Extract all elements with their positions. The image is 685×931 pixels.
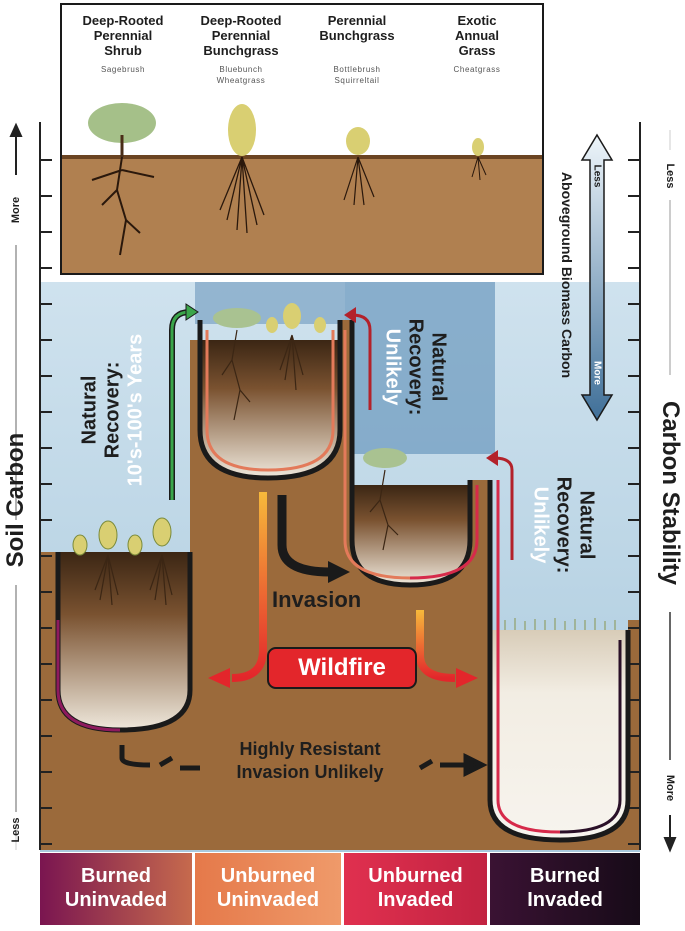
recovery-arrow-green <box>169 303 199 500</box>
recovery-label-2: Natural Recovery: Unlikely <box>381 319 450 416</box>
biomass-bottom-label: More <box>591 361 603 385</box>
state-label-burned-uninvaded: Burned Uninvaded <box>64 865 168 911</box>
legend-item-squirreltail: Perennial Bunchgrass Bottlebrush Squirre… <box>300 13 414 86</box>
recovery-label-3: Natural Recovery: Unlikely <box>529 477 598 574</box>
recovery-2-note: Unlikely <box>381 328 404 406</box>
state-label-unburned-invaded: Unburned Invaded <box>368 865 463 911</box>
invasion-label: Invasion <box>272 587 362 612</box>
right-axis-top-label: Less <box>664 163 676 189</box>
legend-illustration <box>62 103 542 273</box>
legend-common-2: Bluebunch Wheatgrass <box>216 65 266 85</box>
right-axis-bottom-label: More <box>664 774 676 802</box>
legend-common-4: Cheatgrass <box>453 65 501 74</box>
legend-title-3: Perennial Bunchgrass <box>319 13 395 43</box>
state-label-burned-invaded: Burned Invaded <box>527 865 603 911</box>
state-bar-3 <box>344 853 487 925</box>
left-axis-ticks <box>39 122 52 850</box>
recovery-label-1: Natural Recovery: 10's-100's Years <box>79 334 148 487</box>
legend-common-3: Bottlebrush Squirreltail <box>333 65 381 85</box>
legend-common-1: Sagebrush <box>100 65 146 74</box>
recovery-3-note: Unlikely <box>529 486 552 564</box>
left-axis-top-label: More <box>10 196 22 224</box>
cup-burned-invaded <box>487 480 631 843</box>
resistant-label: Highly Resistant Invasion Unlikely <box>236 739 384 782</box>
state-bar-2 <box>195 853 341 925</box>
recovery-2-title: Natural Recovery: <box>404 318 450 416</box>
wildfire-arrows <box>208 492 478 688</box>
cup-burned-uninvaded <box>55 517 193 733</box>
biomass-top-label: Less <box>591 164 603 188</box>
legend-item-sagebrush: Deep-Rooted Perennial Shrub Sagebrush <box>66 13 180 75</box>
legend-item-bluebunch: Deep-Rooted Perennial Bunchgrass Bluebun… <box>184 13 298 86</box>
biomass-label: Aboveground Biomass Carbon <box>559 171 575 379</box>
wildfire-box <box>267 647 417 689</box>
cup-unburned-invaded <box>343 320 479 588</box>
left-axis-bottom-label: Less <box>10 817 22 843</box>
state-label-unburned-uninvaded: Unburned Uninvaded <box>216 865 320 911</box>
legend-title-2: Deep-Rooted Perennial Bunchgrass <box>200 13 282 58</box>
recovery-3-title: Natural Recovery: <box>552 476 598 574</box>
wildfire-label: Wildfire <box>298 654 386 681</box>
left-axis-arrows <box>9 122 23 850</box>
cup-unburned-uninvaded <box>197 303 343 481</box>
recovery-arrow-red-2 <box>486 450 514 560</box>
biomass-arrow <box>580 133 614 422</box>
invasion-arrow <box>277 495 350 583</box>
legend-title-4: Exotic Annual Grass <box>454 13 500 58</box>
state-bar-4 <box>490 853 640 925</box>
state-bar-1 <box>40 853 192 925</box>
right-axis-title: Carbon Stability <box>657 400 684 586</box>
legend-title-1: Deep-Rooted Perennial Shrub <box>82 13 164 58</box>
recovery-1-title: Natural Recovery: <box>78 361 124 459</box>
recovery-1-years: 10's-100's Years <box>124 333 147 487</box>
right-axis-arrows <box>663 130 677 853</box>
plant-legend: Deep-Rooted Perennial Shrub Sagebrush De… <box>60 3 544 275</box>
right-axis-ticks <box>628 122 641 850</box>
left-axis-title: Soil Carbon <box>2 432 29 568</box>
resistant-arrows <box>119 745 488 778</box>
recovery-arrow-red-1 <box>344 307 372 410</box>
legend-item-cheatgrass: Exotic Annual Grass Cheatgrass <box>418 13 536 75</box>
